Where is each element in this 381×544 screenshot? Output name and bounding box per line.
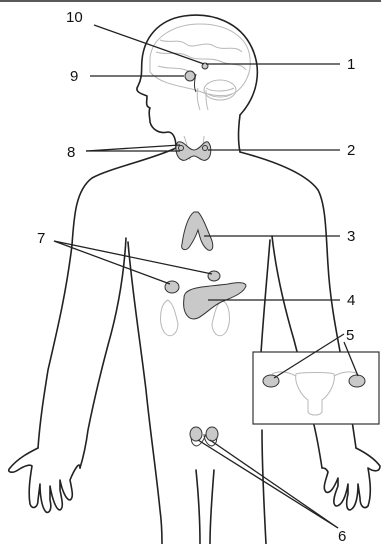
left-torso-side [128, 242, 162, 544]
label-10: 10 [66, 9, 83, 26]
right-hand [322, 448, 380, 510]
label-4: 4 [347, 292, 355, 309]
leader-6a [198, 440, 338, 528]
neck-outline [239, 115, 241, 152]
brain-outline [150, 24, 250, 96]
inset-box [253, 352, 379, 424]
label-6: 6 [338, 528, 346, 544]
brain [150, 24, 250, 110]
testis-right [206, 427, 218, 441]
thymus [182, 212, 213, 250]
labels: 1 2 3 4 5 6 7 8 9 10 [37, 9, 355, 544]
right-hip-line [262, 430, 266, 544]
label-2: 2 [347, 142, 355, 159]
ovary-right [349, 375, 365, 387]
left-arm-outer [38, 148, 176, 448]
adrenal-gland-right [208, 271, 220, 281]
pituitary-gland [185, 71, 195, 81]
thyroid-gland [176, 136, 211, 160]
testis-left [190, 427, 202, 441]
parathyroid-left [179, 146, 184, 151]
left-hand [9, 448, 80, 512]
label-5: 5 [346, 327, 354, 344]
left-arm-inner [80, 238, 126, 468]
leader-8a [86, 145, 180, 151]
ovaries-inset [253, 352, 379, 424]
leg-inner-lines [196, 470, 214, 544]
label-1: 1 [347, 56, 355, 73]
leader-7a [54, 241, 170, 284]
label-7: 7 [37, 230, 45, 247]
label-8: 8 [67, 144, 75, 161]
right-torso-side [260, 240, 270, 370]
label-3: 3 [347, 228, 355, 245]
label-9: 9 [70, 68, 78, 85]
parathyroid-right [203, 146, 208, 151]
